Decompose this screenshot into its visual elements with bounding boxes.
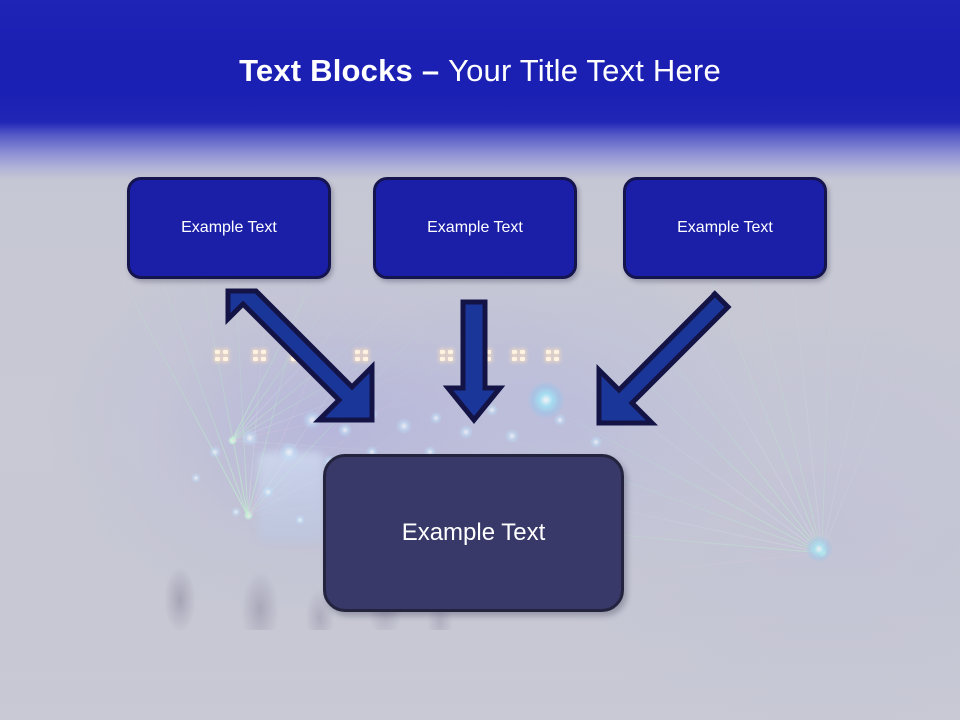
stage-light-icon xyxy=(440,350,453,361)
light-glow-dot xyxy=(295,515,305,525)
stage-light-icon xyxy=(215,350,228,361)
stage-light-icon xyxy=(478,350,491,361)
title-band xyxy=(0,0,960,122)
stage-light-icon xyxy=(355,350,368,361)
stage-light-icon xyxy=(512,350,525,361)
light-glow-dot xyxy=(303,411,321,429)
light-glow-dot xyxy=(209,446,221,458)
stage-light-icon xyxy=(291,350,304,361)
light-glow-dot xyxy=(459,425,473,439)
page-title-strong: Text Blocks xyxy=(239,53,413,88)
stage-light-icon xyxy=(546,350,559,361)
text-block-result-label: Example Text xyxy=(401,519,546,546)
light-glow-dot xyxy=(430,412,442,424)
text-block-2-label: Example Text xyxy=(427,219,523,236)
light-glow-dot xyxy=(242,430,258,446)
light-glow-dot xyxy=(366,408,378,420)
page-title-rest: Your Title Text Here xyxy=(448,53,721,88)
light-glow-dot xyxy=(486,404,498,416)
text-block-1[interactable]: Example Text xyxy=(127,177,331,279)
light-glow-dot xyxy=(505,429,519,443)
page-title: Text Blocks – Your Title Text Here xyxy=(0,52,960,90)
light-glow-dot xyxy=(279,442,299,462)
light-glow-dot xyxy=(338,423,352,437)
text-block-3[interactable]: Example Text xyxy=(623,177,827,279)
light-glow-dot xyxy=(231,507,241,517)
text-block-1-label: Example Text xyxy=(181,219,277,236)
light-glow-dot xyxy=(191,473,201,483)
page-title-dash: – xyxy=(413,53,449,88)
light-glow-dot xyxy=(554,414,566,426)
text-block-result[interactable]: Example Text xyxy=(323,454,624,612)
light-glow-dot xyxy=(590,436,602,448)
stage-light-icon xyxy=(253,350,266,361)
light-glow-dot xyxy=(396,418,412,434)
title-band-fade xyxy=(0,122,960,180)
light-glow-dot xyxy=(262,486,274,498)
text-block-3-label: Example Text xyxy=(677,219,773,236)
text-block-2[interactable]: Example Text xyxy=(373,177,577,279)
